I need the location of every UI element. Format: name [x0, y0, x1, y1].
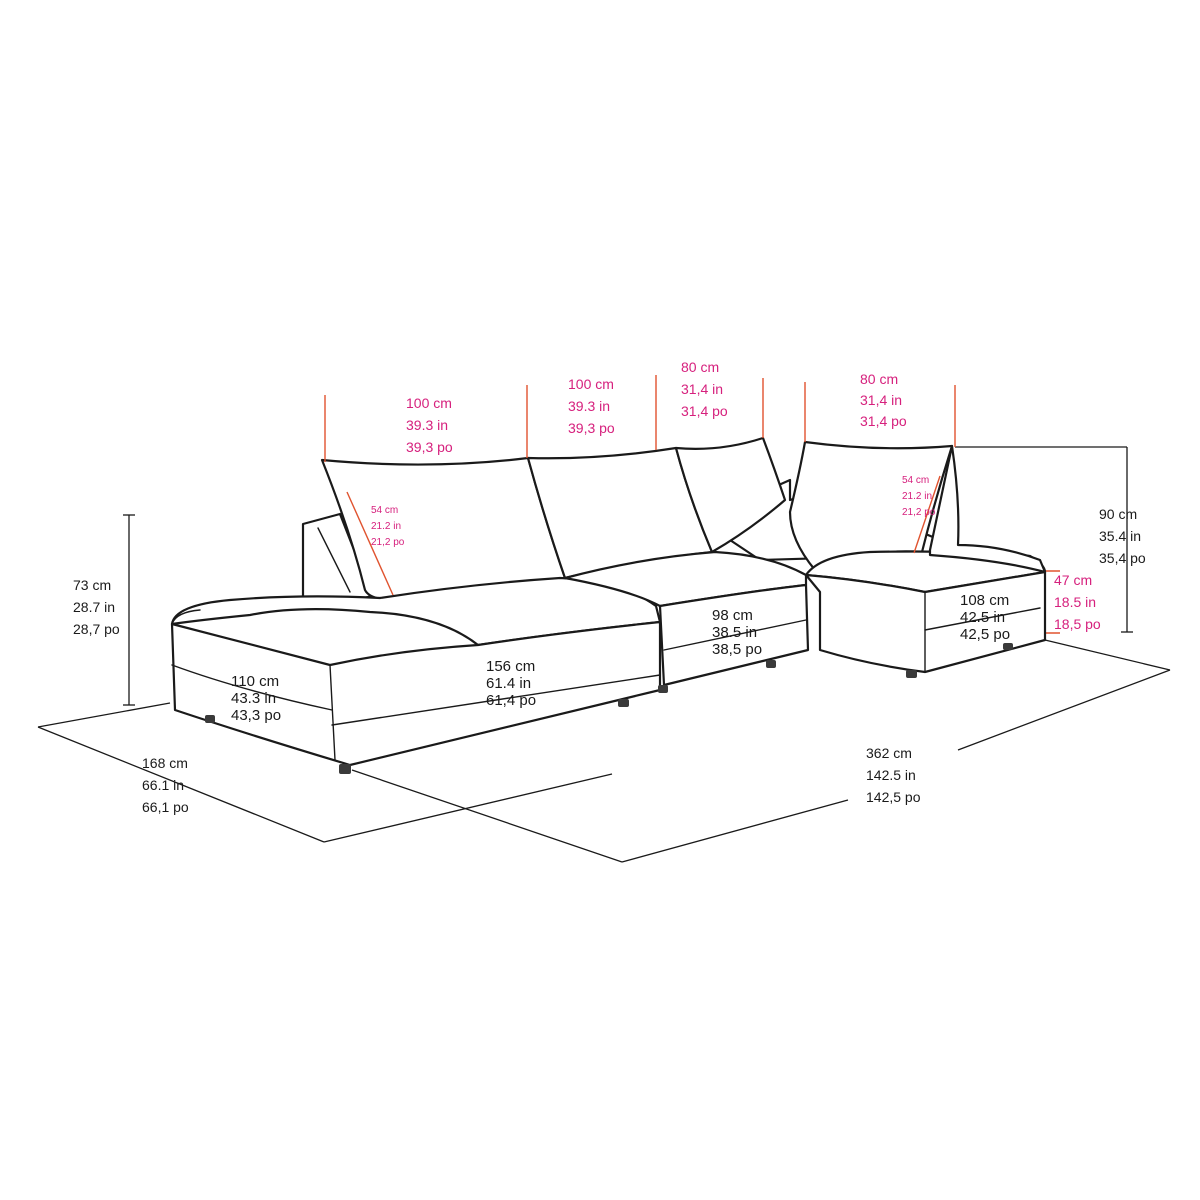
- right-arm: [928, 444, 1047, 574]
- chaise-depth-po: 43,3 po: [231, 707, 281, 724]
- cushion-left-in: 39.3 in: [406, 417, 448, 433]
- leg: [766, 660, 776, 668]
- cushion-small-a-po: 31,4 po: [681, 403, 728, 419]
- cushion-height-right-po: 21,2 po: [902, 507, 936, 518]
- seat-height-po: 18,5 po: [1054, 616, 1101, 632]
- chaise-length-cm: 156 cm: [486, 658, 535, 675]
- overall-width-label: 362 cm 142.5 in 142,5 po: [866, 745, 921, 805]
- total-height-po: 35,4 po: [1099, 550, 1146, 566]
- ottoman-depth-label: 108 cm 42.5 in 42,5 po: [960, 592, 1010, 643]
- overall-depth-cm: 168 cm: [142, 755, 188, 771]
- middle-seat-in: 38.5 in: [712, 624, 757, 641]
- cushion-height-right-label: 54 cm 21.2 in 21,2 po: [902, 475, 936, 518]
- cushion-width-ticks: [324, 375, 956, 596]
- total-height-cm: 90 cm: [1099, 506, 1137, 522]
- overall-width-cm: 362 cm: [866, 745, 912, 761]
- cushion-height-right-in: 21.2 in: [902, 491, 932, 502]
- cushion-small-b-po: 31,4 po: [860, 413, 907, 429]
- depth-line-bottom: [37, 726, 325, 843]
- overall-depth-po: 66,1 po: [142, 799, 189, 815]
- middle-seat-cm: 98 cm: [712, 607, 753, 624]
- overall-depth-in: 66.1 in: [142, 777, 184, 793]
- total-height-label: 90 cm 35.4 in 35,4 po: [1099, 506, 1146, 566]
- total-height-in: 35.4 in: [1099, 528, 1141, 544]
- cushion-small-b-label: 80 cm 31,4 in 31,4 po: [860, 371, 907, 429]
- cushion-height-left-label: 54 cm 21.2 in 21,2 po: [371, 505, 405, 548]
- back-height-po: 28,7 po: [73, 621, 120, 637]
- cushion-small-b-cm: 80 cm: [860, 371, 898, 387]
- seat-height-label: 47 cm 18.5 in 18,5 po: [1054, 572, 1101, 632]
- chaise-top: [170, 576, 662, 647]
- chaise-length-label: 156 cm 61.4 in 61,4 po: [486, 658, 536, 709]
- chaise-depth-cm: 110 cm: [231, 673, 279, 690]
- leg: [618, 699, 629, 707]
- overall-width-po: 142,5 po: [866, 789, 921, 805]
- overall-dimension-lines: [37, 639, 1171, 863]
- sofa-drawing: [170, 436, 1047, 774]
- cushion-mid-po: 39,3 po: [568, 420, 615, 436]
- cushion-small-b-in: 31,4 in: [860, 392, 902, 408]
- ottoman-depth-cm: 108 cm: [960, 592, 1009, 609]
- back-height-in: 28.7 in: [73, 599, 115, 615]
- pillow-3: [674, 436, 787, 554]
- chaise-depth-label: 110 cm 43.3 in 43,3 po: [231, 673, 281, 724]
- overall-depth-label: 168 cm 66.1 in 66,1 po: [142, 755, 189, 815]
- seat-height-cm: 47 cm: [1054, 572, 1092, 588]
- seat-height-in: 18.5 in: [1054, 594, 1096, 610]
- width-line-right: [1044, 639, 1171, 671]
- leg: [339, 764, 351, 774]
- middle-seat-po: 38,5 po: [712, 641, 762, 658]
- chaise-length-in: 61.4 in: [486, 675, 531, 692]
- overall-width-in: 142.5 in: [866, 767, 916, 783]
- cushion-small-a-label: 80 cm 31,4 in 31,4 po: [681, 359, 728, 419]
- cushion-small-a-cm: 80 cm: [681, 359, 719, 375]
- cushion-height-left-cm: 54 cm: [371, 505, 398, 516]
- cushion-height-right-cm: 54 cm: [902, 475, 929, 486]
- chaise-length-po: 61,4 po: [486, 692, 536, 709]
- cushion-left-cm: 100 cm: [406, 395, 452, 411]
- chaise-front: [170, 620, 662, 767]
- back-height-label: 73 cm 28.7 in 28,7 po: [73, 577, 120, 637]
- cushion-left-label: 100 cm 39.3 in 39,3 po: [406, 395, 453, 455]
- leg: [906, 670, 917, 678]
- leg: [1003, 643, 1013, 650]
- leg: [658, 685, 668, 693]
- width-line-segment-b: [957, 669, 1171, 751]
- cushion-mid-label: 100 cm 39.3 in 39,3 po: [568, 376, 615, 436]
- cushion-mid-cm: 100 cm: [568, 376, 614, 392]
- depth-line-to-front: [323, 773, 613, 843]
- width-line-segment-a: [621, 799, 849, 863]
- chaise-depth-in: 43.3 in: [231, 690, 276, 707]
- cushion-small-a-in: 31,4 in: [681, 381, 723, 397]
- leg: [205, 715, 215, 723]
- middle-seat-label: 98 cm 38.5 in 38,5 po: [712, 607, 762, 658]
- cushion-height-left-in: 21.2 in: [371, 521, 401, 532]
- back-height-cm: 73 cm: [73, 577, 111, 593]
- cushion-mid-in: 39.3 in: [568, 398, 610, 414]
- ottoman-depth-po: 42,5 po: [960, 626, 1010, 643]
- depth-line-top-left: [37, 702, 171, 728]
- width-line-left: [351, 769, 623, 863]
- cushion-height-left-po: 21,2 po: [371, 537, 405, 548]
- cushion-left-po: 39,3 po: [406, 439, 453, 455]
- ottoman-depth-in: 42.5 in: [960, 609, 1005, 626]
